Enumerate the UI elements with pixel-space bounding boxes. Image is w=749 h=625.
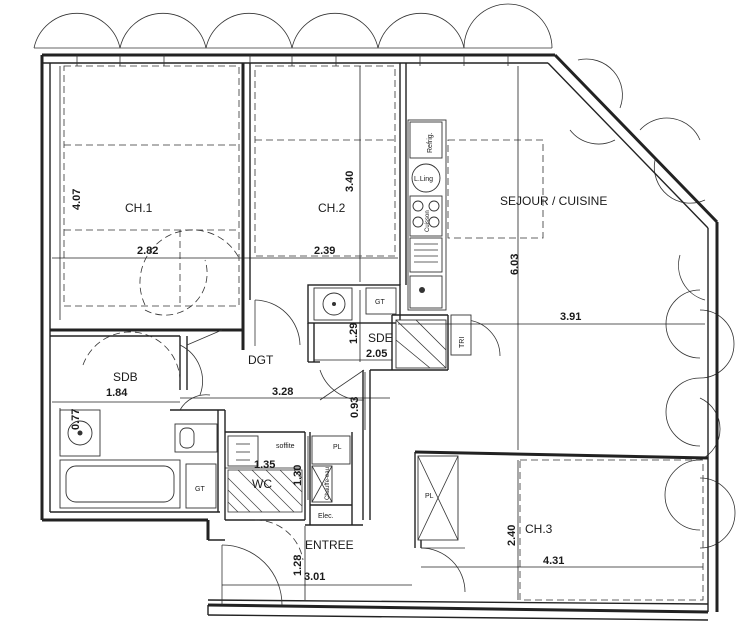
bed-ch1 bbox=[63, 65, 240, 307]
diagonal-window-swings bbox=[569, 58, 706, 301]
ch3-cabinet bbox=[417, 455, 459, 541]
room-ch3: CH.3 bbox=[525, 522, 553, 536]
label-lling: L.Ling bbox=[414, 176, 433, 183]
label-pl-wc: PL bbox=[333, 444, 342, 451]
dim-135: 1.35 bbox=[254, 459, 275, 471]
window-marks bbox=[76, 55, 509, 66]
label-gt-sde: GT bbox=[375, 299, 385, 306]
label-soffite: soffite bbox=[276, 443, 295, 450]
bed-ch3 bbox=[519, 459, 704, 601]
top-window-swings bbox=[33, 3, 553, 49]
label-pl-ch3: PL bbox=[425, 493, 434, 500]
dim-239: 2.39 bbox=[314, 245, 335, 257]
room-ch2: CH.2 bbox=[318, 201, 346, 215]
kitchen-counter bbox=[407, 119, 447, 311]
dim-130: 1.30 bbox=[292, 465, 304, 486]
table-sejour bbox=[447, 139, 544, 239]
room-entree: ENTREE bbox=[305, 538, 354, 552]
exterior-walls bbox=[40, 53, 719, 621]
room-wc: WC bbox=[252, 477, 272, 491]
dim-407: 4.07 bbox=[71, 189, 83, 210]
dim-240: 2.40 bbox=[506, 525, 518, 546]
sdb-fixtures bbox=[59, 409, 218, 509]
room-dgt: DGT bbox=[248, 353, 274, 367]
room-ch1: CH.1 bbox=[125, 201, 153, 215]
label-tri: TRI bbox=[459, 337, 466, 348]
dim-184: 1.84 bbox=[106, 387, 128, 399]
door-swings bbox=[82, 229, 501, 606]
label-chauffe-eau: Chauffe-eau bbox=[325, 467, 331, 500]
dim-603: 6.03 bbox=[509, 254, 521, 275]
dim-431: 4.31 bbox=[543, 555, 564, 567]
label-refrig: Refrig. bbox=[427, 132, 434, 153]
dim-129: 1.29 bbox=[348, 323, 360, 344]
label-elec: Elec. bbox=[318, 513, 334, 520]
room-sdb: SDB bbox=[113, 370, 138, 384]
sde-fixtures bbox=[313, 287, 472, 369]
dim-205: 2.05 bbox=[366, 348, 387, 360]
label-cuisson: Cuisson bbox=[425, 210, 431, 232]
wc-area bbox=[227, 435, 351, 513]
dim-340: 3.40 bbox=[344, 171, 356, 192]
bed-ch2 bbox=[254, 65, 396, 257]
room-sejour: SEJOUR / CUISINE bbox=[500, 194, 607, 208]
label-gt-sdb: GT bbox=[195, 486, 205, 493]
dimension-lines bbox=[52, 66, 705, 600]
dim-282: 2.82 bbox=[137, 245, 158, 257]
interior-walls bbox=[50, 63, 709, 548]
dim-301: 3.01 bbox=[304, 571, 325, 583]
dim-077: 0.77 bbox=[70, 409, 82, 430]
right-window-swings bbox=[664, 289, 736, 549]
dim-128: 1.28 bbox=[292, 555, 304, 576]
dim-328: 3.28 bbox=[272, 386, 293, 398]
room-sde: SDE bbox=[368, 331, 393, 345]
dim-391: 3.91 bbox=[560, 311, 581, 323]
dim-093: 0.93 bbox=[349, 397, 361, 418]
